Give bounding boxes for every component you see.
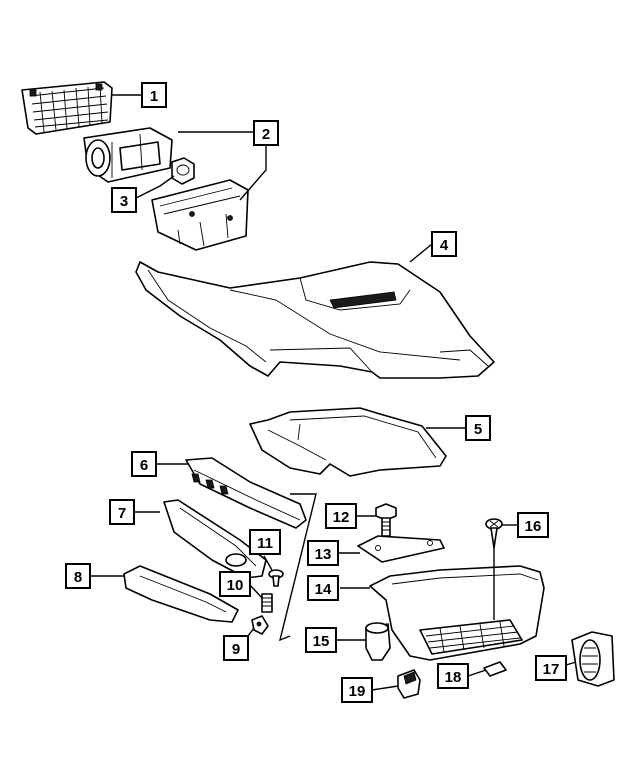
- part-19-plug: [397, 669, 421, 699]
- callout-9: 9: [223, 635, 249, 661]
- part-4-floor-carpet: [135, 261, 495, 379]
- callout-14: 14: [307, 575, 339, 601]
- part-16-screw: [485, 518, 503, 549]
- callout-4: 4: [431, 231, 457, 257]
- callout-12: 12: [325, 503, 357, 529]
- part-14-cargo-tray: [369, 565, 545, 661]
- callout-11-label: 11: [257, 535, 273, 552]
- callout-3: 3: [111, 187, 137, 213]
- callout-3-label: 3: [120, 193, 128, 210]
- part-8-scuff-plate: [123, 565, 239, 623]
- callout-1-label: 1: [150, 88, 158, 105]
- callout-15-label: 15: [313, 633, 330, 650]
- part-7-kick-panel: [163, 499, 267, 579]
- part-2-duct-housing: [151, 179, 249, 251]
- part-13-bracket: [357, 535, 445, 563]
- callout-6-label: 6: [140, 457, 148, 474]
- callout-5: 5: [465, 415, 491, 441]
- callout-14-label: 14: [315, 581, 332, 598]
- callout-4-label: 4: [440, 237, 449, 254]
- leader-lines: [90, 94, 577, 691]
- part-11-push-pin: [268, 569, 284, 587]
- part-12-bolt: [375, 503, 397, 537]
- callout-7-label: 7: [118, 505, 126, 522]
- callout-1: 1: [141, 82, 167, 108]
- callout-12-label: 12: [333, 509, 350, 526]
- callout-19-label: 19: [349, 683, 366, 700]
- callout-2: 2: [253, 120, 279, 146]
- callout-18: 18: [437, 663, 469, 689]
- part-5-floor-mat: [249, 407, 447, 477]
- callout-9-label: 9: [232, 641, 240, 658]
- callout-8: 8: [65, 563, 91, 589]
- callout-17: 17: [535, 655, 567, 681]
- callout-10-label: 10: [227, 577, 244, 594]
- callout-16: 16: [517, 512, 549, 538]
- callout-18-label: 18: [445, 669, 462, 686]
- callout-7: 7: [109, 499, 135, 525]
- callout-17-label: 17: [543, 661, 560, 678]
- callout-5-label: 5: [474, 421, 482, 438]
- part-9-retainer-clip: [251, 615, 269, 635]
- callout-10: 10: [219, 571, 251, 597]
- callout-6: 6: [131, 451, 157, 477]
- callout-13: 13: [307, 540, 339, 566]
- callout-13-label: 13: [315, 546, 332, 563]
- part-6-sill-plate: [185, 457, 307, 529]
- callout-8-label: 8: [74, 569, 82, 586]
- part-18-clip: [483, 661, 507, 677]
- part-3-nut: [171, 157, 195, 185]
- callout-11: 11: [249, 529, 281, 555]
- callout-2-label: 2: [262, 126, 270, 143]
- part-1-vent-grille: [21, 81, 113, 135]
- callout-16-label: 16: [525, 518, 542, 535]
- part-2-air-duct: [83, 127, 173, 183]
- part-15-grommet: [365, 622, 391, 661]
- part-17-vent-cap: [571, 631, 615, 687]
- callout-15: 15: [305, 627, 337, 653]
- part-10-spring-clip: [261, 593, 273, 613]
- callout-19: 19: [341, 677, 373, 703]
